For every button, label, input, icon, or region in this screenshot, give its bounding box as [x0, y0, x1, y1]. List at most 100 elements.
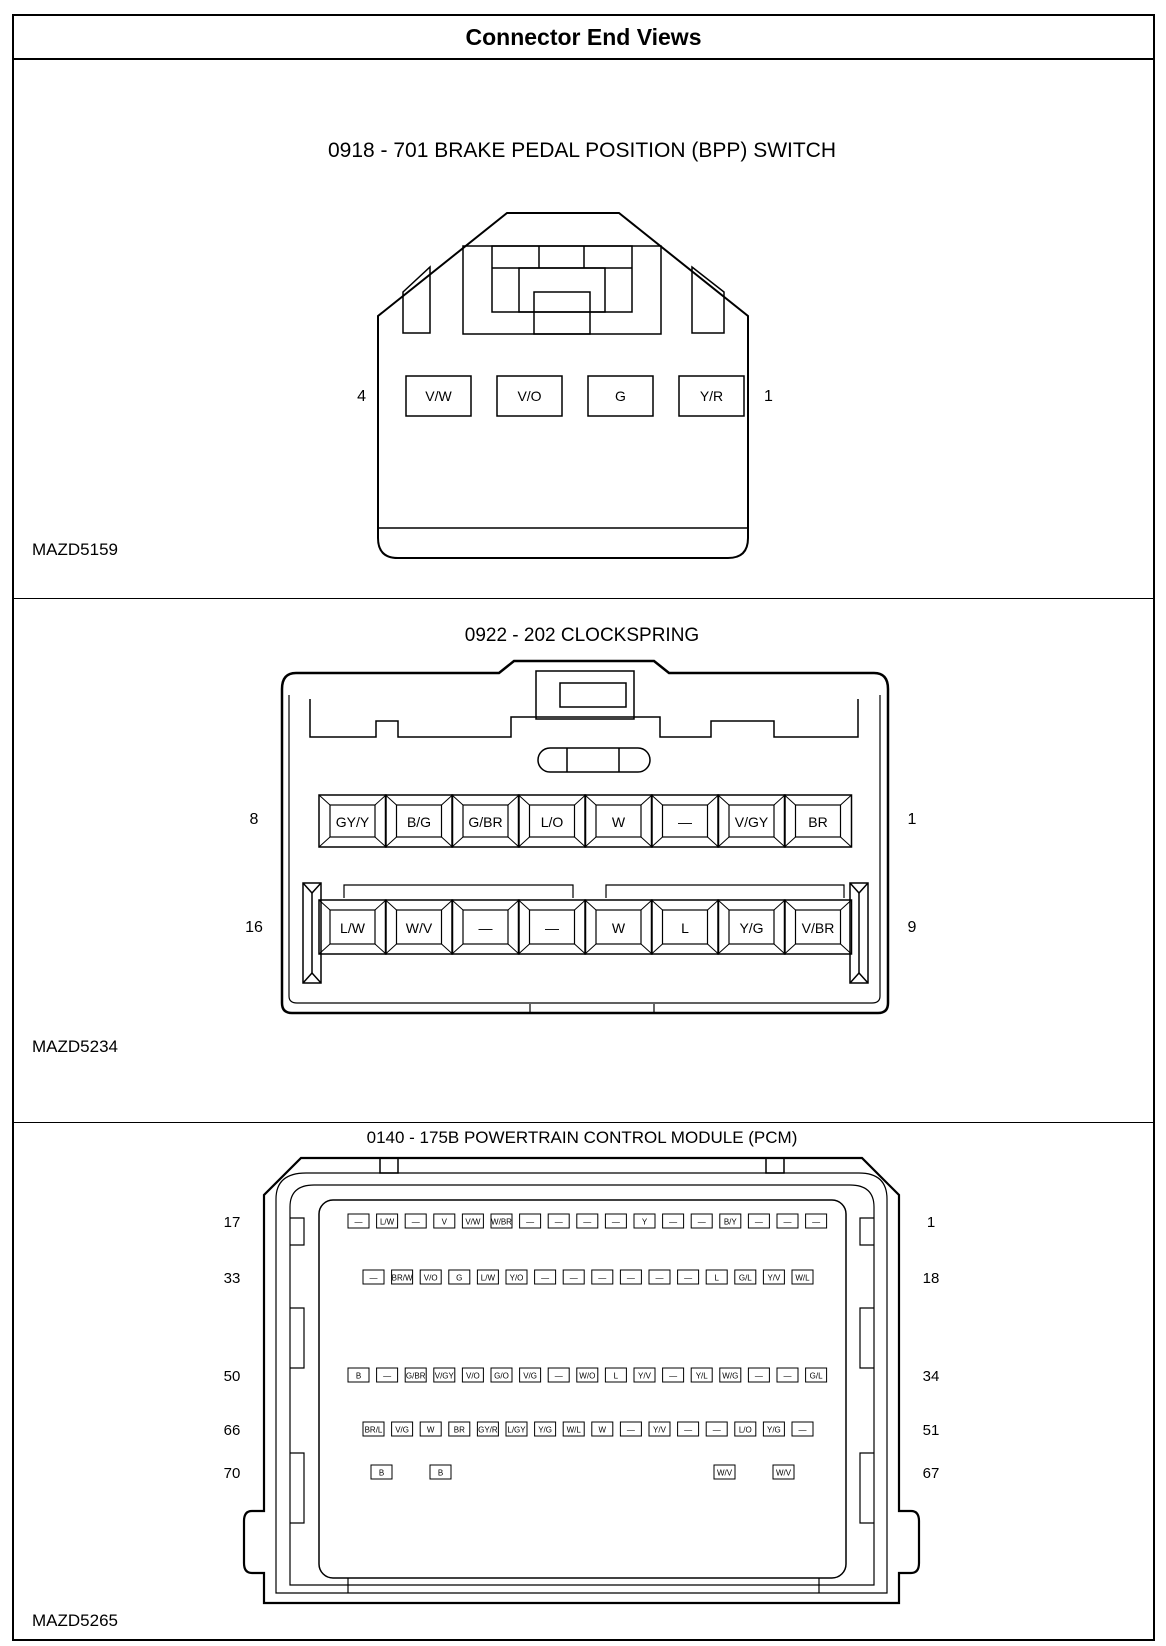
pin-label: Y/V	[638, 1372, 652, 1381]
pin-label: —	[412, 1218, 420, 1227]
pin-cavity: B	[347, 1367, 370, 1383]
pin-cavity: V/W	[461, 1213, 484, 1229]
pin-label: GY/Y	[336, 814, 370, 830]
figure-reference: MAZD5265	[32, 1611, 118, 1630]
pin-label: —	[678, 814, 692, 830]
pin-label: V	[442, 1218, 448, 1227]
pin-label: G/BR	[406, 1372, 426, 1381]
connector-title: 0918 - 701 BRAKE PEDAL POSITION (BPP) SW…	[328, 139, 836, 162]
connector-panel-clockspring: 0922 - 202 CLOCKSPRING	[14, 599, 1153, 1123]
pin-cavity: BR	[448, 1421, 471, 1437]
pin-cavity: Y/O	[505, 1269, 528, 1285]
connector-panel-pcm: 0140 - 175B POWERTRAIN CONTROL MODULE (P…	[14, 1123, 1153, 1639]
pin-label: —	[812, 1218, 820, 1227]
pin-cavity: —	[747, 1213, 770, 1229]
pin-label: Y/O	[510, 1274, 524, 1283]
pin-cavity: —	[576, 1213, 599, 1229]
pin-label: Y/V	[767, 1274, 781, 1283]
pin-cavity: V/O	[419, 1269, 442, 1285]
pin-label: —	[383, 1372, 391, 1381]
pin-label: V/W	[425, 388, 452, 404]
pin-cavity: W	[584, 794, 653, 848]
bpp-connector-drawing: 0918 - 701 BRAKE PEDAL POSITION (BPP) SW…	[328, 139, 836, 559]
pin-label: B/G	[407, 814, 431, 830]
pin-label: —	[713, 1426, 721, 1435]
pin-cavity: V	[433, 1213, 456, 1229]
connector-title: 0140 - 175B POWERTRAIN CONTROL MODULE (P…	[367, 1128, 798, 1147]
pin-cavity: GY/Y	[318, 794, 387, 848]
pin-label: —	[656, 1274, 664, 1283]
pin-number-right: 34	[923, 1368, 940, 1385]
key-tab	[535, 670, 651, 773]
pin-cavity: Y/V	[648, 1421, 671, 1437]
pin-cavity: Y/G	[534, 1421, 557, 1437]
pin-label: G/BR	[468, 814, 502, 830]
pin-label: V/BR	[802, 920, 835, 936]
pin-cavity: —	[650, 794, 720, 848]
pin-cavity: —	[747, 1367, 770, 1383]
pin-cavity: —	[547, 1213, 570, 1229]
pin-cavity: V/W	[405, 375, 472, 417]
pin-label: —	[755, 1372, 763, 1381]
pin-cavity: G/O	[490, 1367, 513, 1383]
pin-number-left: 17	[224, 1214, 241, 1231]
pin-cavity: L	[705, 1269, 728, 1285]
pin-cavity: Y/V	[762, 1269, 785, 1285]
pin-cavity: W/O	[576, 1367, 599, 1383]
pin-label: BR/W	[392, 1274, 413, 1283]
pin-label: L/W	[481, 1274, 496, 1283]
pin-label: Y/G	[767, 1426, 781, 1435]
pin-label: —	[627, 1274, 635, 1283]
pin-cavity: W/V	[384, 899, 454, 955]
pin-label: W/V	[776, 1469, 792, 1478]
pin-cavity: W	[584, 899, 653, 955]
pin-label: BR	[808, 814, 827, 830]
pin-label: G	[456, 1274, 462, 1283]
pin-field	[318, 1199, 847, 1579]
pin-cavity: V/O	[496, 375, 563, 417]
page-title: Connector End Views	[14, 16, 1153, 60]
pin-cavity: —	[347, 1213, 370, 1229]
pin-cavity: W/G	[719, 1367, 742, 1383]
pin-cavity: L/W	[476, 1269, 499, 1285]
pin-cavity: G	[587, 375, 654, 417]
pin-number-left: 50	[224, 1368, 241, 1385]
pin-cavity: Y/L	[690, 1367, 713, 1383]
pin-cavity: —	[690, 1213, 713, 1229]
pin-cavity: —	[677, 1421, 700, 1437]
pin-cavity: BR	[783, 794, 853, 848]
pin-label: G/L	[739, 1274, 752, 1283]
pin-label: —	[669, 1218, 677, 1227]
pin-cavity: W/L	[791, 1269, 814, 1285]
pin-cavity: —	[534, 1269, 557, 1285]
pin-label: —	[755, 1218, 763, 1227]
connector-title: 0922 - 202 CLOCKSPRING	[465, 625, 699, 646]
pin-label: L/O	[739, 1426, 752, 1435]
pin-cavity: —	[648, 1269, 671, 1285]
pin-label: V/GY	[735, 814, 769, 830]
pin-label: B	[356, 1372, 361, 1381]
pin-cavity: —	[791, 1421, 814, 1437]
pin-label: V/W	[465, 1218, 481, 1227]
pin-label: L	[714, 1274, 719, 1283]
inner-profile	[309, 699, 859, 738]
pin-label: V/G	[395, 1426, 409, 1435]
pin-cavity: W/V	[772, 1464, 795, 1480]
pin-label: L/W	[340, 920, 366, 936]
pin-cavity: Y/G	[717, 899, 786, 955]
pin-label: V/O	[424, 1274, 438, 1283]
pin-cavity: W/BR	[490, 1213, 513, 1229]
pin-label: —	[598, 1274, 606, 1283]
pin-label: —	[541, 1274, 549, 1283]
pin-label: BR	[454, 1426, 465, 1435]
lock-tab	[462, 245, 662, 335]
pin-cavity: L/W	[376, 1213, 399, 1229]
pin-number-right: 67	[923, 1465, 940, 1482]
pin-cavity: G	[448, 1269, 471, 1285]
side-rail-right	[849, 882, 869, 984]
pin-label: W	[612, 920, 626, 936]
pin-cavity: L/W	[318, 899, 387, 955]
pin-cavity: V/G	[391, 1421, 414, 1437]
pin-cavity: —	[562, 1269, 585, 1285]
